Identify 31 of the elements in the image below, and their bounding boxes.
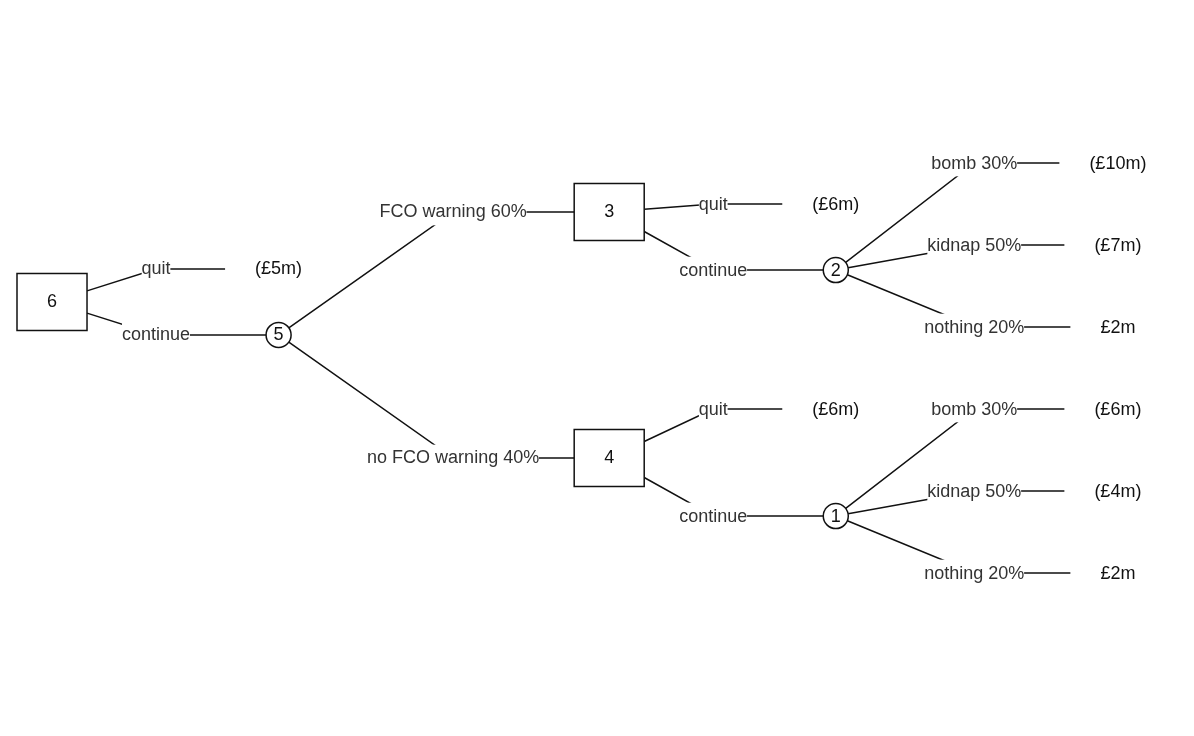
node-text: (£7m) <box>1094 234 1142 255</box>
edge-label: quit <box>699 398 729 419</box>
node-circle: 2 <box>822 256 850 284</box>
node-text: £2m <box>1100 316 1136 337</box>
connector <box>845 162 1061 264</box>
connector <box>845 408 1066 510</box>
edge-label: FCO warning 60% <box>379 201 527 222</box>
edge-label: bomb 30% <box>931 398 1018 419</box>
edge-label: quit <box>141 258 171 279</box>
node-circle: 5 <box>265 321 293 349</box>
node-circle: 1 <box>822 502 850 530</box>
node-text: (£5m) <box>255 258 303 279</box>
edge-label: continue <box>679 259 748 280</box>
node-box: 4 <box>573 428 646 488</box>
node-text: (£6m) <box>812 398 860 419</box>
edge-label: kidnap 50% <box>927 480 1022 501</box>
node-text: £2m <box>1100 562 1136 583</box>
edge-label: no FCO warning 40% <box>367 447 540 468</box>
edge-label: continue <box>679 505 748 526</box>
node-text: (£10m) <box>1089 152 1147 173</box>
edge-label: quit <box>699 193 729 214</box>
node-text: (£4m) <box>1094 480 1142 501</box>
node-text: (£6m) <box>1094 398 1142 419</box>
node-box: 6 <box>16 272 89 332</box>
edge-label: continue <box>122 324 191 345</box>
edge-label: nothing 20% <box>924 316 1025 337</box>
edge-label: nothing 20% <box>924 562 1025 583</box>
node-text: (£6m) <box>812 193 860 214</box>
node-box: 3 <box>573 182 646 242</box>
edge-label: kidnap 50% <box>927 234 1022 255</box>
edge-label: bomb 30% <box>931 152 1018 173</box>
